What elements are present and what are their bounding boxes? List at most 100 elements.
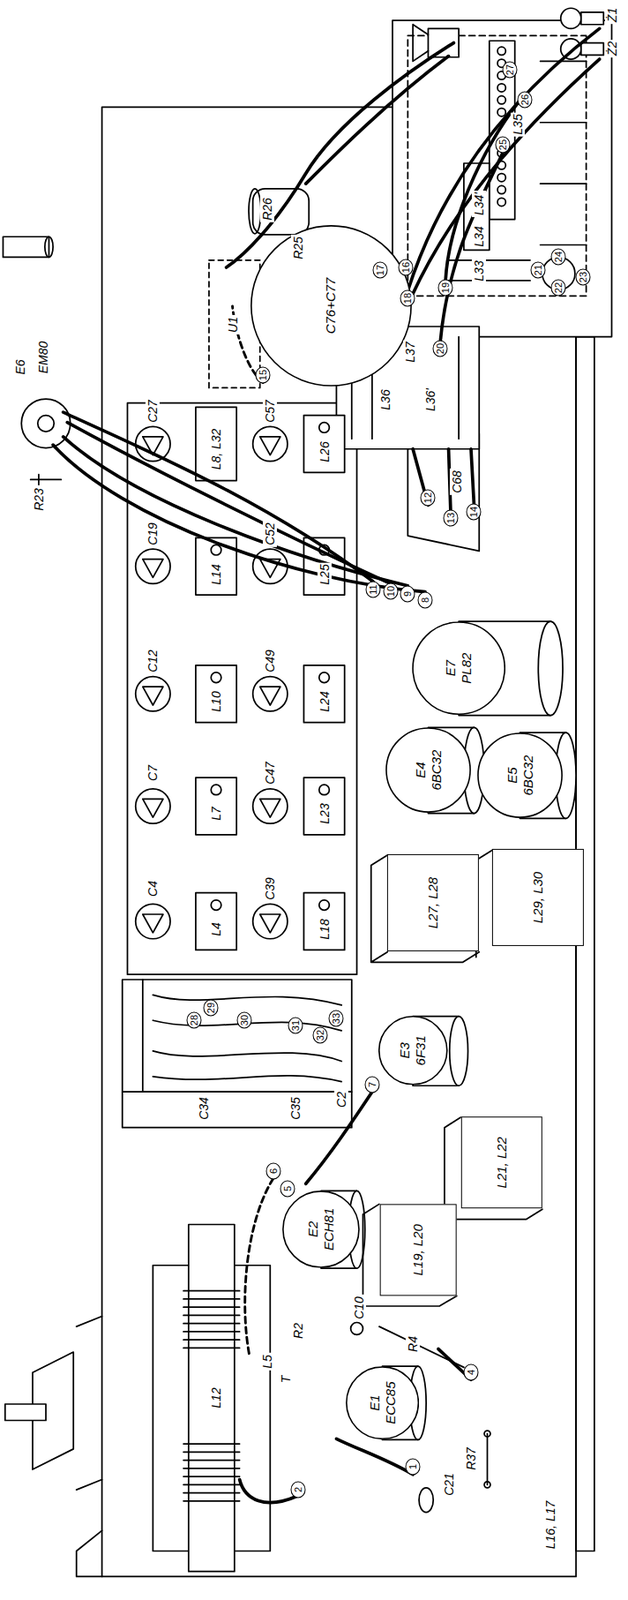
- part-label: 6BC32: [427, 749, 444, 791]
- wiring-part: [412, 448, 474, 510]
- part-name: C39: [262, 874, 277, 902]
- valve-bodies-part: [449, 1016, 469, 1086]
- pilot-lamps-and-speaker: [412, 7, 604, 61]
- callout-number: 18: [400, 289, 416, 307]
- wiring-part: [445, 99, 520, 281]
- valve-circle: E56BC32: [477, 732, 563, 818]
- part-name: L10: [209, 689, 224, 714]
- node-inner: C76+C77: [249, 224, 413, 388]
- trimmer-capacitors-part: [142, 559, 164, 578]
- small-parts-part: [486, 1433, 489, 1485]
- circle-shape: [251, 225, 412, 386]
- coil-cans-part: [195, 665, 237, 723]
- pilot-lamps-and-speaker-part: [412, 24, 428, 62]
- trimmer-capacitors: [135, 426, 288, 938]
- part-name: L26: [317, 439, 332, 464]
- node-inner: E7PL82: [411, 620, 506, 715]
- part-name: L37: [403, 339, 418, 364]
- circle-shape: [346, 1366, 419, 1439]
- part-name: L14: [209, 561, 224, 586]
- part-label: E1: [366, 1393, 382, 1410]
- ferrite-antenna-part: [188, 1224, 235, 1571]
- power-transformer-part: [497, 96, 506, 105]
- valve-bodies: [321, 620, 576, 1439]
- resistors-and-parts-part: [209, 260, 261, 389]
- part-name: R23: [31, 486, 46, 514]
- callout-number: 7: [364, 1075, 380, 1092]
- part-name: C35: [288, 1095, 303, 1122]
- small-parts-part: [351, 1322, 364, 1335]
- shafts-part: [5, 1403, 46, 1421]
- component-box: L21, L22: [460, 1116, 542, 1209]
- wiring: [52, 28, 600, 1502]
- part-label: L19, L20: [410, 1223, 427, 1275]
- part-label: E7: [442, 659, 459, 676]
- valve-circle: E1ECC85: [345, 1365, 419, 1439]
- variable-capacitor-part: [122, 1091, 352, 1127]
- part-label: C76+C77: [323, 277, 340, 335]
- callout-number: 8: [417, 590, 433, 608]
- circle-shape: [379, 1016, 448, 1085]
- coil-cans-part: [195, 892, 237, 950]
- part-label: E5: [503, 766, 520, 783]
- node-inner: L29, L30: [493, 849, 584, 945]
- node-inner: E56BC32: [477, 732, 563, 818]
- part-name: T: [278, 1372, 293, 1384]
- callout-number: 25: [494, 136, 510, 154]
- node-inner: E36F31: [378, 1015, 449, 1085]
- coil-cans-part: [210, 672, 222, 683]
- variable-capacitor-part: [122, 979, 143, 1092]
- callout-number: 2: [290, 1480, 306, 1497]
- part-name: R26: [260, 195, 275, 223]
- pilot-lamps-and-speaker-part: [581, 12, 604, 25]
- part-name: C57: [262, 397, 277, 425]
- circle-shape: [412, 621, 505, 714]
- valve-circle: E46BC32: [385, 726, 471, 813]
- part-name: R37: [463, 1444, 479, 1472]
- callout-number: 1: [405, 1457, 421, 1475]
- coil-cans-part: [210, 784, 222, 795]
- part-name: L8, L32: [209, 426, 224, 471]
- trimmer-capacitors-part: [253, 903, 288, 938]
- small-parts-part: [484, 1480, 491, 1488]
- part-name: L34': [471, 190, 486, 217]
- trimmer-capacitors-part: [253, 426, 288, 461]
- power-transformer-part: [448, 260, 531, 281]
- callout-number: 9: [400, 584, 416, 602]
- coil-cans-part: [195, 777, 237, 835]
- trimmer-capacitors-part: [142, 798, 164, 817]
- coil-cans-part: [303, 665, 344, 723]
- callout-number: 6: [265, 1161, 281, 1179]
- coil-cans-part: [303, 892, 344, 950]
- resistors-and-parts-part: [248, 188, 262, 234]
- callout-number: 15: [255, 366, 271, 384]
- resistors-and-parts-part: [21, 398, 70, 449]
- shafts-part: [2, 236, 49, 257]
- part-name: C52: [262, 520, 277, 547]
- wiring-part: [440, 152, 503, 341]
- part-name: C2: [334, 1089, 349, 1109]
- part-name: C68: [449, 468, 464, 495]
- part-name: E6: [13, 358, 28, 377]
- circle-shape: [386, 727, 471, 812]
- node-inner: E46BC32: [385, 726, 471, 813]
- coil-cans-part: [195, 406, 237, 480]
- coil-cans-part: [319, 672, 330, 683]
- part-name: L4: [209, 919, 224, 938]
- part-name: C12: [145, 647, 160, 674]
- part-name: L23: [317, 801, 332, 826]
- coil-cans-part: [210, 899, 222, 911]
- box-outlines-part: [371, 854, 480, 962]
- part-name: L36': [423, 386, 438, 413]
- part-name: C4: [145, 878, 160, 898]
- part-label: L29, L30: [530, 871, 546, 923]
- trimmer-capacitors-part: [135, 676, 171, 711]
- component-box: L19, L20: [380, 1203, 457, 1295]
- trimmer-capacitors-part: [135, 548, 171, 584]
- trimmer-capacitors-part: [260, 913, 281, 933]
- part-label: E2: [305, 1220, 322, 1237]
- part-label: ECC85: [381, 1380, 398, 1423]
- part-name: C19: [145, 520, 160, 547]
- callout-number: 32: [312, 1026, 328, 1044]
